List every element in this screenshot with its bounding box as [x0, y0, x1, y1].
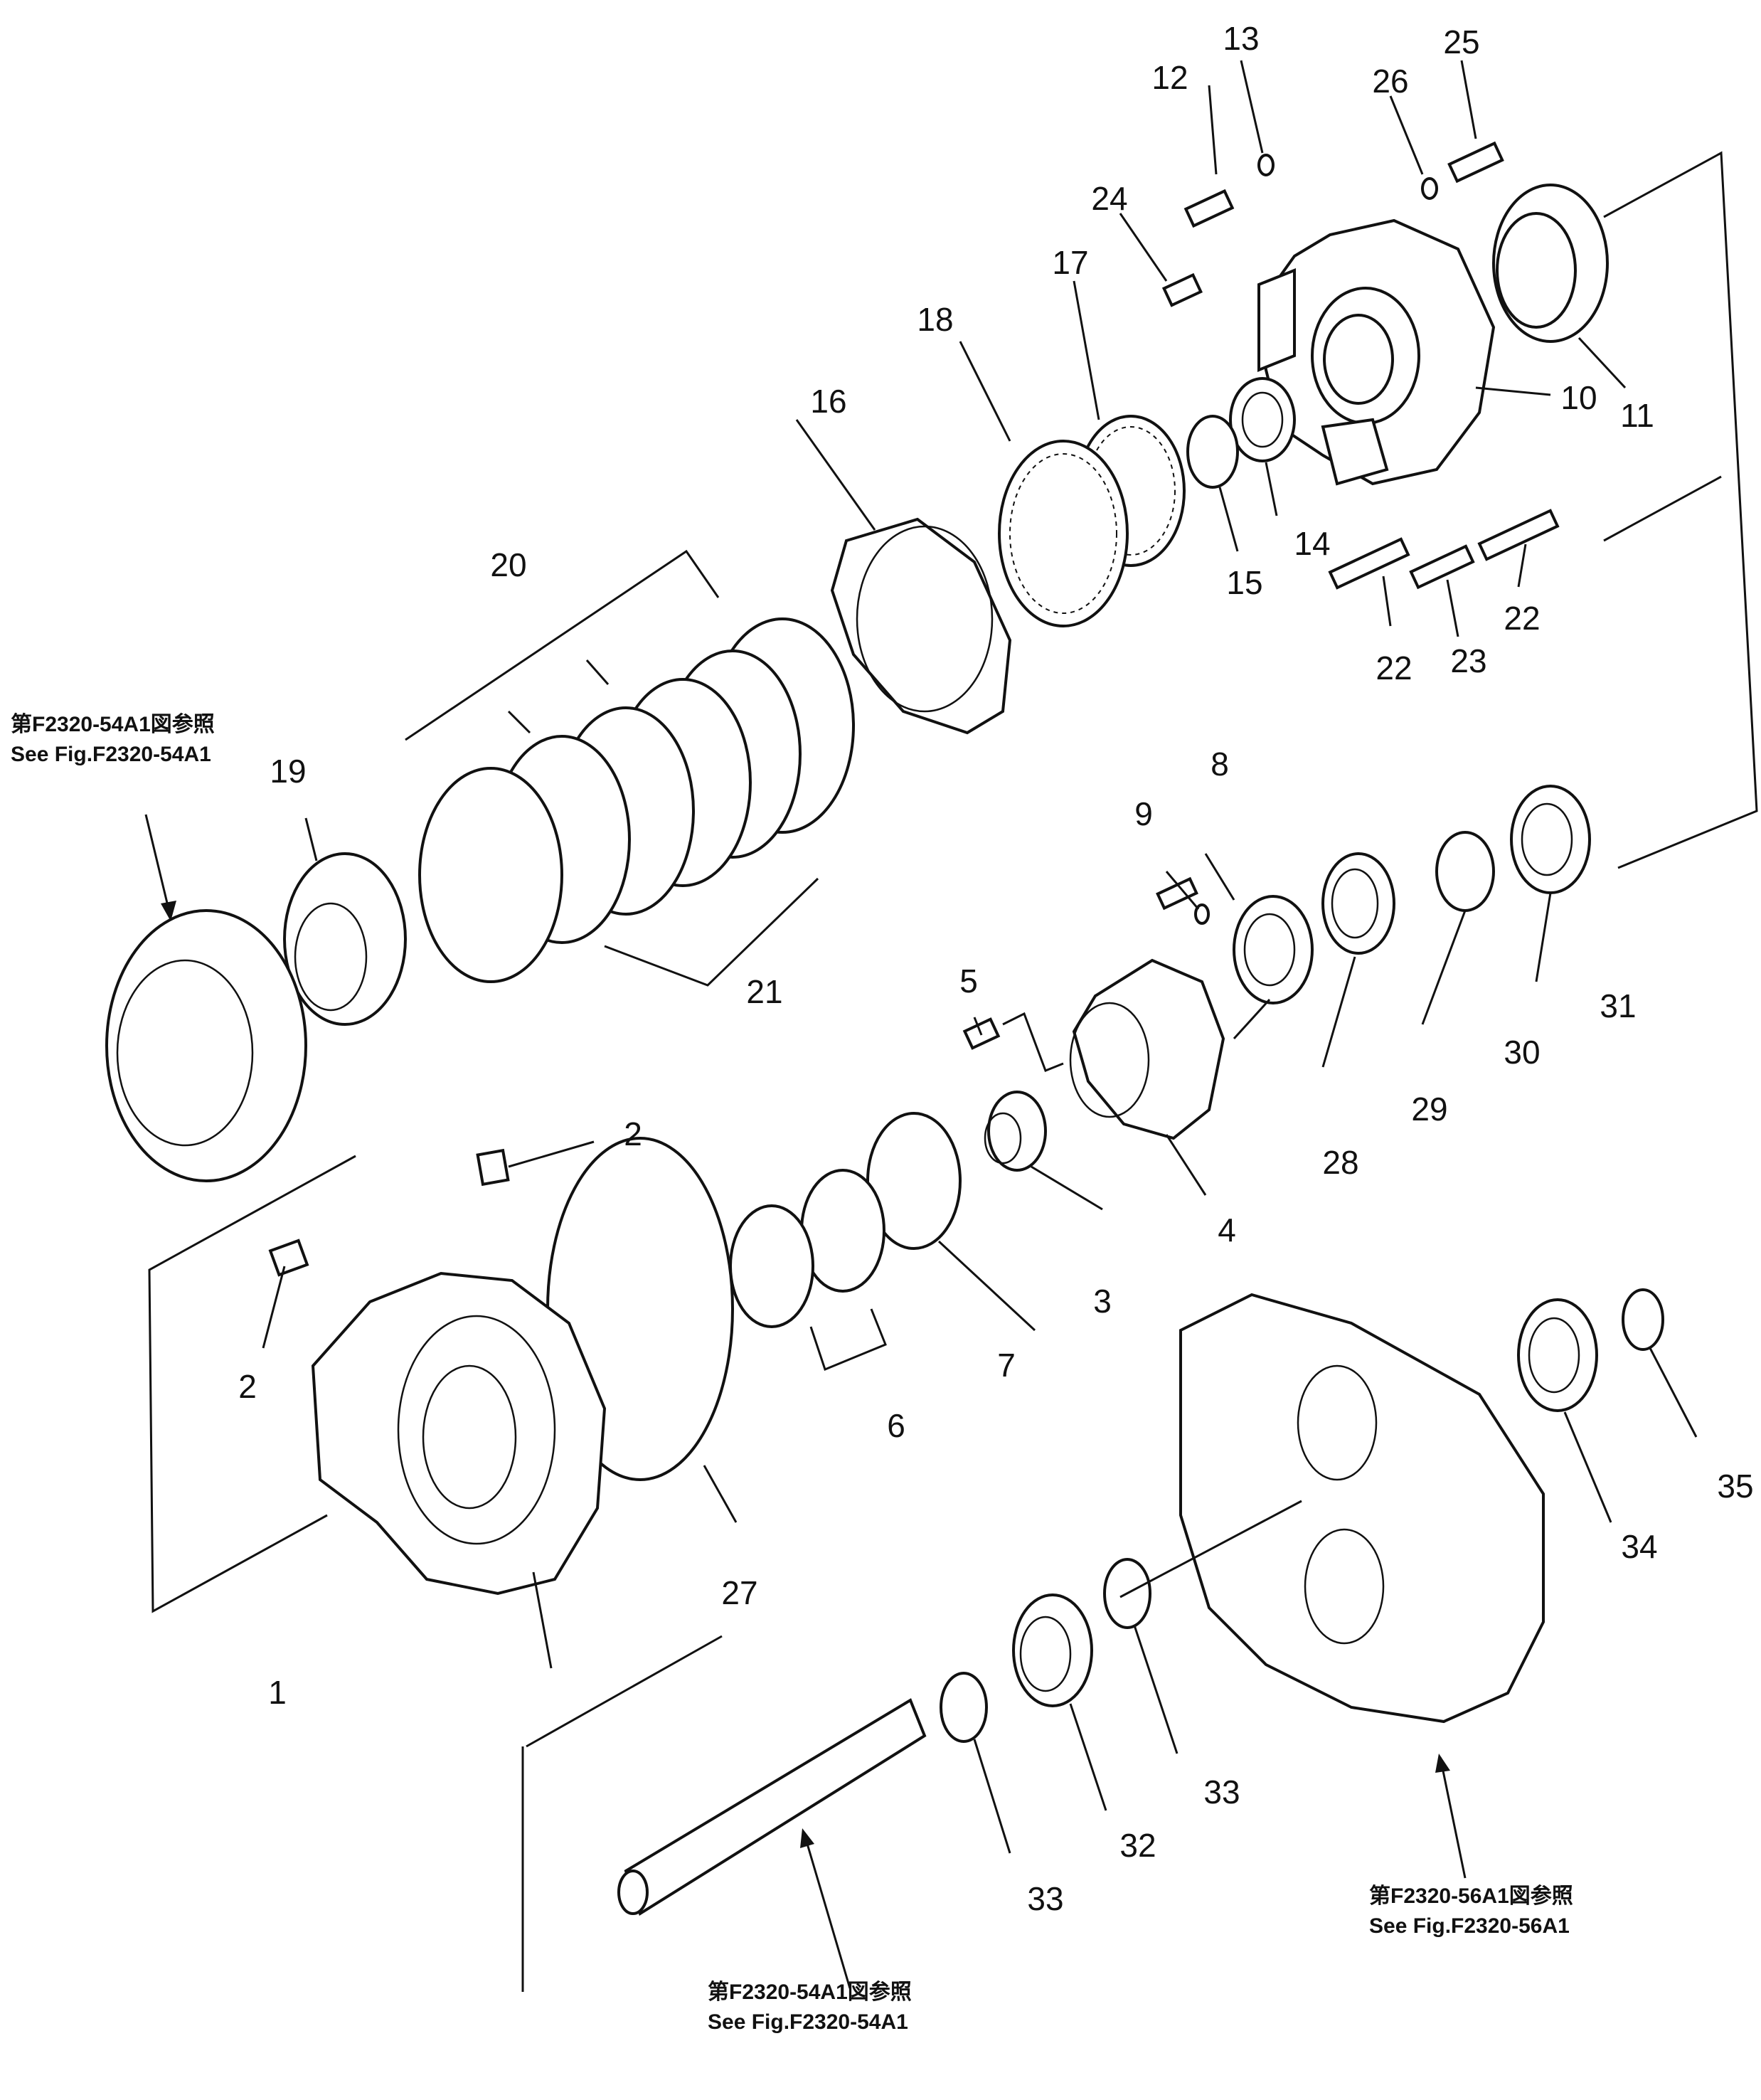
- reference-note-right: 第F2320-56A1図参照 See Fig.F2320-56A1: [1369, 1884, 1573, 1938]
- reference-part-left: [105, 909, 307, 1182]
- part-1-pump-body: [311, 1271, 607, 1596]
- reference-note-bottom-en: See Fig.F2320-54A1: [708, 2010, 908, 2034]
- part-6-seal-b: [729, 1204, 814, 1328]
- reference-shaft: [617, 1698, 927, 1916]
- reference-note-bottom: 第F2320-54A1図参照 See Fig.F2320-54A1: [708, 1980, 912, 2034]
- part-9-washer: [1194, 903, 1210, 925]
- part-15-snap-ring: [1186, 415, 1239, 489]
- callout-4: 4: [1218, 1211, 1236, 1248]
- callout-8: 8: [1211, 746, 1229, 783]
- callout-23: 23: [1450, 642, 1486, 679]
- callout-18: 18: [917, 301, 953, 338]
- bracket-20: [405, 549, 720, 741]
- reference-note-left-en: See Fig.F2320-54A1: [11, 743, 211, 766]
- reference-note-bottom-jp: 第F2320-54A1図参照: [708, 1980, 912, 2004]
- part-18-ring: [998, 440, 1129, 627]
- reference-note-left-jp: 第F2320-54A1図参照: [11, 712, 215, 736]
- callout-31: 31: [1600, 987, 1636, 1024]
- callout-20: 20: [490, 546, 526, 583]
- callout-33-right: 33: [1203, 1773, 1240, 1810]
- part-22-pin-b: [1477, 509, 1560, 561]
- reference-note-left: 第F2320-54A1図参照 See Fig.F2320-54A1: [11, 712, 215, 766]
- part-12-bolt: [1183, 189, 1235, 228]
- callout-29: 29: [1411, 1091, 1447, 1128]
- callout-17: 17: [1052, 244, 1088, 281]
- part-8-bolt: [1156, 876, 1198, 911]
- callout-34: 34: [1621, 1528, 1657, 1565]
- part-34-bearing: [1517, 1298, 1598, 1412]
- callout-2-top: 2: [624, 1115, 642, 1152]
- callout-30: 30: [1504, 1034, 1540, 1071]
- callout-24: 24: [1091, 180, 1127, 217]
- part-29-bearing: [1321, 852, 1395, 955]
- part-13-washer: [1257, 154, 1275, 176]
- callout-3: 3: [1093, 1283, 1112, 1320]
- part-19-hub: [283, 852, 407, 1026]
- callout-2-left: 2: [238, 1368, 257, 1405]
- reference-note-right-jp: 第F2320-56A1図参照: [1369, 1884, 1573, 1908]
- part-2-plug-a: [268, 1239, 309, 1277]
- part-3-bushing: [984, 1091, 1047, 1172]
- callout-28: 28: [1322, 1144, 1358, 1181]
- callout-16: 16: [810, 383, 846, 420]
- part-10-housing: [1257, 218, 1496, 486]
- bracket-21: [604, 877, 819, 987]
- part-32-bearing: [1012, 1593, 1093, 1707]
- frame-right-upper-mid: [1603, 475, 1722, 542]
- callout-7: 7: [997, 1347, 1016, 1384]
- part-26-washer: [1421, 177, 1438, 200]
- part-28-bearing: [1233, 895, 1314, 1004]
- frame-right-upper: [1603, 151, 1758, 869]
- part-33-snap-ring-b: [940, 1672, 988, 1743]
- part-23-spring: [1409, 544, 1475, 590]
- leader-lines: [262, 60, 1698, 1854]
- callout-6: 6: [887, 1407, 905, 1444]
- callout-12: 12: [1151, 59, 1188, 96]
- part-35-snap-ring: [1622, 1288, 1664, 1351]
- callout-27: 27: [721, 1574, 757, 1611]
- callout-22-left: 22: [1376, 649, 1412, 686]
- part-4-retainer: [1069, 958, 1225, 1140]
- part-24-pin: [1161, 272, 1203, 307]
- callout-1: 1: [268, 1674, 287, 1711]
- bracket-6: [809, 1308, 887, 1371]
- part-11-ring: [1492, 184, 1609, 343]
- callout-26: 26: [1372, 63, 1408, 100]
- part-31-bearing: [1510, 785, 1591, 894]
- callout-19: 19: [270, 753, 306, 790]
- part-30-snap-ring: [1435, 831, 1495, 912]
- callout-9: 9: [1134, 795, 1153, 832]
- callout-15: 15: [1226, 564, 1262, 601]
- callout-10: 10: [1560, 379, 1597, 416]
- part-25-bolt: [1447, 141, 1504, 184]
- callout-numbers: 1 2 2 3 4 5 6 7 8 9 10 11 12 13 14 15 16…: [238, 20, 1753, 1917]
- frame-left-lower: [148, 1155, 356, 1613]
- part-22-pin-a: [1328, 537, 1410, 590]
- callout-11: 11: [1620, 397, 1654, 434]
- callout-35: 35: [1717, 1468, 1753, 1505]
- part-20-21-clutch-plates: [418, 617, 855, 983]
- reference-case: [1179, 1293, 1545, 1724]
- callout-21: 21: [746, 973, 782, 1010]
- callout-22-right: 22: [1504, 600, 1540, 637]
- part-14-bearing: [1229, 377, 1296, 462]
- callout-5: 5: [959, 962, 978, 999]
- callout-25: 25: [1443, 23, 1479, 60]
- callout-33-left: 33: [1027, 1880, 1063, 1917]
- callout-13: 13: [1223, 20, 1259, 57]
- callout-32: 32: [1119, 1827, 1156, 1864]
- reference-note-right-en: See Fig.F2320-56A1: [1369, 1914, 1570, 1938]
- part-16-plate: [830, 517, 1012, 735]
- part-2-plug-b: [476, 1148, 510, 1187]
- callout-14: 14: [1294, 525, 1330, 562]
